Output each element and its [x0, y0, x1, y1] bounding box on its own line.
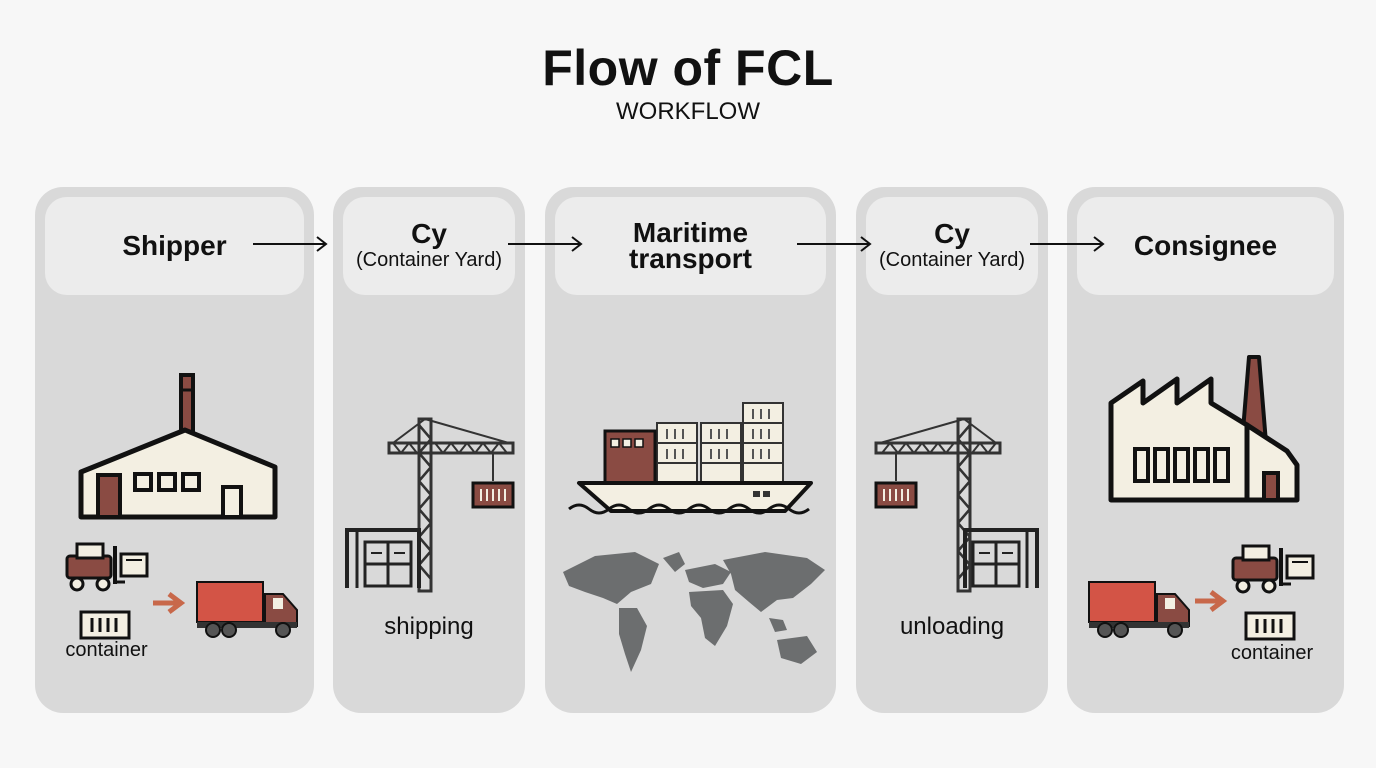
step-panel-consignee: Consignee — [1067, 187, 1344, 713]
container-icon — [79, 610, 131, 640]
container-icon — [1244, 611, 1296, 641]
ship-icon — [577, 402, 813, 513]
right-arrow-icon — [153, 592, 186, 614]
world-map-icon — [563, 552, 825, 672]
crane-icon — [387, 417, 515, 593]
step-panel-cy-unloading: Cy (Container Yard) unloading — [856, 187, 1048, 713]
step-title: Shipper — [122, 230, 227, 261]
step-caption: unloading — [899, 613, 1005, 640]
step-caption: container — [1230, 642, 1314, 664]
step-panel-cy-shipping: Cy (Container Yard) shipping — [333, 187, 525, 713]
step-header: Maritime transport — [555, 197, 826, 295]
step-header: Cy (Container Yard) — [343, 197, 515, 295]
step-title: Consignee — [1133, 230, 1278, 261]
step-subtitle: (Container Yard) — [879, 249, 1025, 271]
step-header: Consignee — [1077, 197, 1334, 295]
forklift-icon — [65, 542, 149, 592]
warehouse-icon — [345, 528, 421, 588]
truck-icon — [1088, 581, 1190, 638]
flow-arrow-icon — [1030, 236, 1105, 252]
step-caption: shipping — [384, 613, 474, 640]
waves-icon — [568, 503, 810, 515]
step-panel-shipper: Shipper container — [35, 187, 314, 713]
step-caption: container — [65, 639, 148, 661]
step-panel-maritime: Maritime transport — [545, 187, 836, 713]
forklift-icon — [1231, 544, 1315, 594]
flow-arrow-icon — [253, 236, 328, 252]
right-arrow-icon — [1195, 590, 1228, 612]
step-title: Maritime transport — [629, 217, 752, 274]
flow-arrow-icon — [508, 236, 583, 252]
flow-arrow-icon — [797, 236, 872, 252]
diagram-title: Flow of FCL — [542, 40, 834, 96]
diagram-subtitle: WORKFLOW — [616, 98, 760, 125]
factory-icon — [1108, 355, 1300, 503]
truck-icon — [196, 581, 298, 638]
step-title: Cy — [411, 218, 447, 249]
factory-icon — [78, 373, 278, 520]
step-title: Cy — [934, 218, 970, 249]
warehouse-icon — [963, 528, 1039, 588]
step-subtitle: (Container Yard) — [356, 249, 502, 271]
step-header: Shipper — [45, 197, 304, 295]
step-header: Cy (Container Yard) — [866, 197, 1038, 295]
